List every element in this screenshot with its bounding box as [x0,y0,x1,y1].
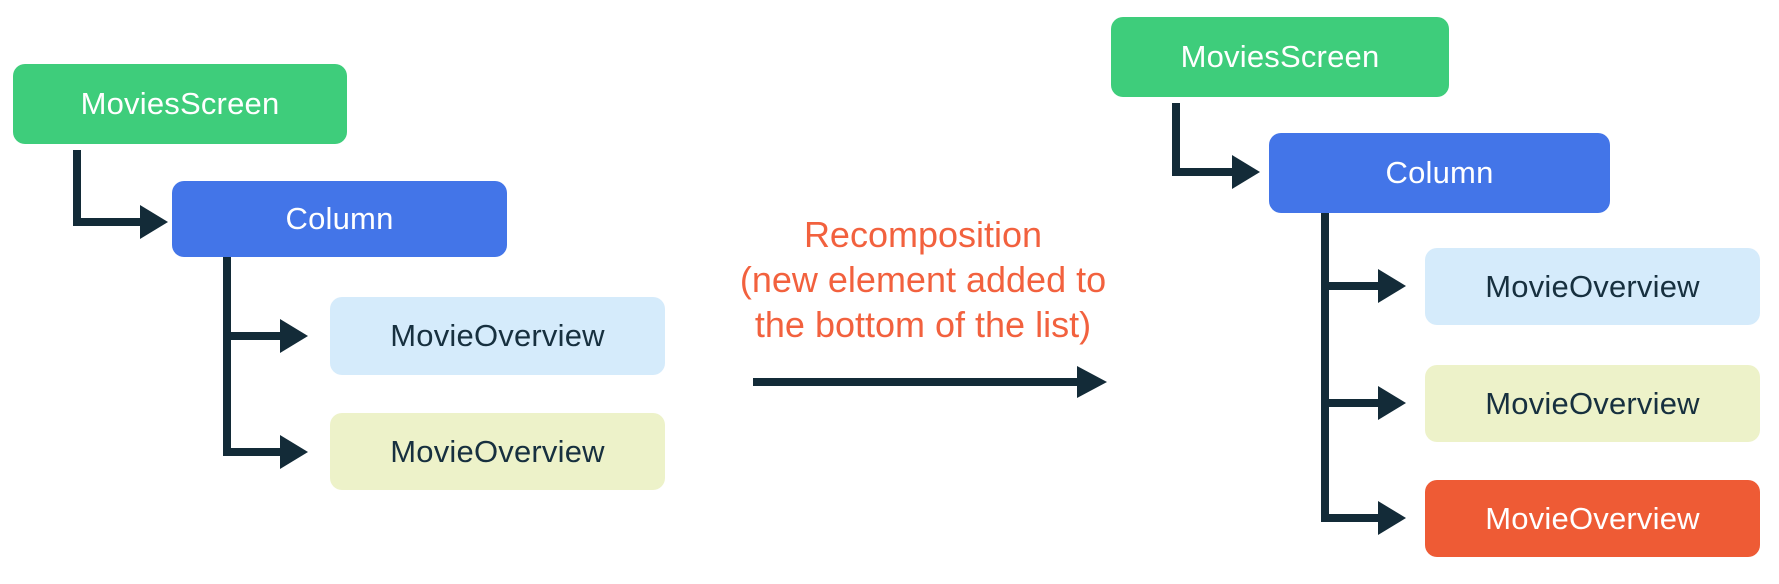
recomposition-arrow-icon [1077,366,1107,398]
right-root-label: MoviesScreen [1180,39,1380,74]
right-movieoverview-label-1: MovieOverview [1485,268,1700,304]
recomposition-annotation: Recomposition (new element added to the … [703,212,1143,347]
right-movieoverview-node-1: MovieOverview [1425,248,1760,325]
right-movieoverview-label-2: MovieOverview [1485,385,1700,421]
left-movieoverview-label-1: MovieOverview [390,318,605,353]
left-movieoverview-node-1: MovieOverview [330,297,665,375]
right-branch1-arrow-icon [1378,269,1406,303]
left-root-node-moviesscreen: MoviesScreen [13,64,347,144]
right-branch2-arrow-icon [1378,386,1406,420]
recomposition-arrow-shaft [753,378,1079,386]
left-branch1-horizontal [223,332,280,340]
right-movieoverview-node-3-new: MovieOverview [1425,480,1760,557]
left-column-node: Column [172,181,507,257]
right-column-trunk [1321,213,1329,522]
right-root-node-moviesscreen: MoviesScreen [1111,17,1449,97]
left-movieoverview-node-2: MovieOverview [330,413,665,490]
right-root-connector-horizontal [1172,168,1232,176]
right-movieoverview-label-3: MovieOverview [1485,500,1700,536]
left-root-connector-vertical [73,150,81,226]
left-root-connector-horizontal [73,218,140,226]
left-branch2-horizontal [223,448,280,456]
left-root-label: MoviesScreen [80,86,280,121]
right-branch1-horizontal [1321,282,1378,290]
annotation-line-1: Recomposition [803,214,1043,255]
annotation-line-3: the bottom of the list) [754,304,1092,345]
right-root-connector-vertical [1172,103,1180,176]
annotation-line-2: (new element added to [739,259,1107,300]
left-movieoverview-label-2: MovieOverview [390,433,605,469]
right-branch3-horizontal [1321,514,1378,522]
right-branch2-horizontal [1321,399,1378,407]
left-column-trunk [223,257,231,456]
right-branch3-arrow-icon [1378,501,1406,535]
left-branch2-arrow-icon [280,435,308,469]
left-branch1-arrow-icon [280,319,308,353]
left-root-arrow-icon [140,205,168,239]
right-column-node: Column [1269,133,1610,213]
left-column-label: Column [285,201,394,236]
right-root-arrow-icon [1232,155,1260,189]
right-movieoverview-node-2: MovieOverview [1425,365,1760,442]
right-column-label: Column [1385,155,1494,190]
